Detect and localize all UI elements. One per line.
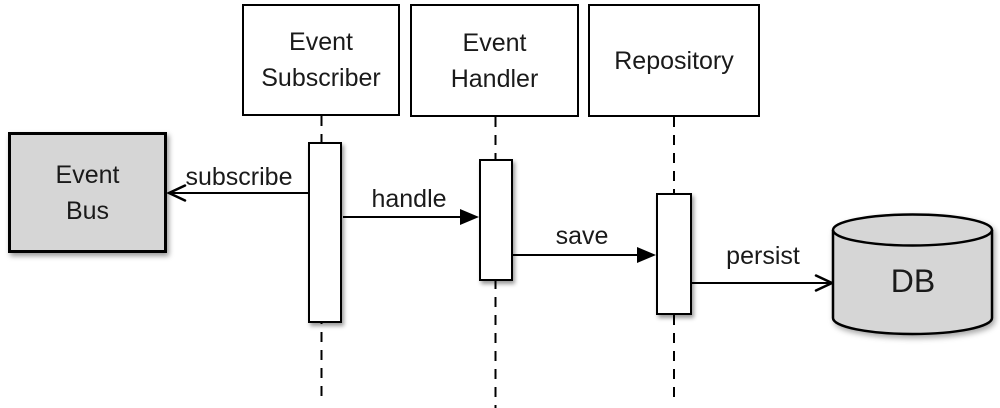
arrow-save-filled-head-icon <box>637 247 656 263</box>
activation-bar-event-handler <box>479 159 513 281</box>
actor-label-repository: Repository <box>614 46 734 75</box>
node-label-event-bus: Event Bus <box>55 160 120 225</box>
actor-label-event-subscriber: Event Subscriber <box>261 28 381 92</box>
node-db: DB <box>830 212 996 347</box>
message-label-persist: persist <box>726 242 800 270</box>
activation-bar-event-subscriber <box>308 142 342 323</box>
actor-box-repository: Repository <box>588 4 760 117</box>
cylinder-top <box>831 213 994 247</box>
arrow-handle-filled-head-icon <box>460 209 479 225</box>
message-label-subscribe: subscribe <box>185 163 293 191</box>
cylinder-body <box>831 230 994 336</box>
actor-label-event-handler: Event Handler <box>450 28 539 93</box>
database-cylinder-icon: DB <box>831 213 994 336</box>
message-label-handle: handle <box>371 185 447 213</box>
node-event-bus: Event Bus <box>8 132 167 253</box>
actor-box-event-subscriber: Event Subscriber <box>242 4 400 116</box>
node-label-db: DB <box>891 263 935 299</box>
actor-box-event-handler: Event Handler <box>410 4 579 117</box>
activation-bar-repository <box>656 193 692 315</box>
message-label-save: save <box>555 222 609 250</box>
arrow-subscribe-open-head-icon <box>166 184 187 202</box>
